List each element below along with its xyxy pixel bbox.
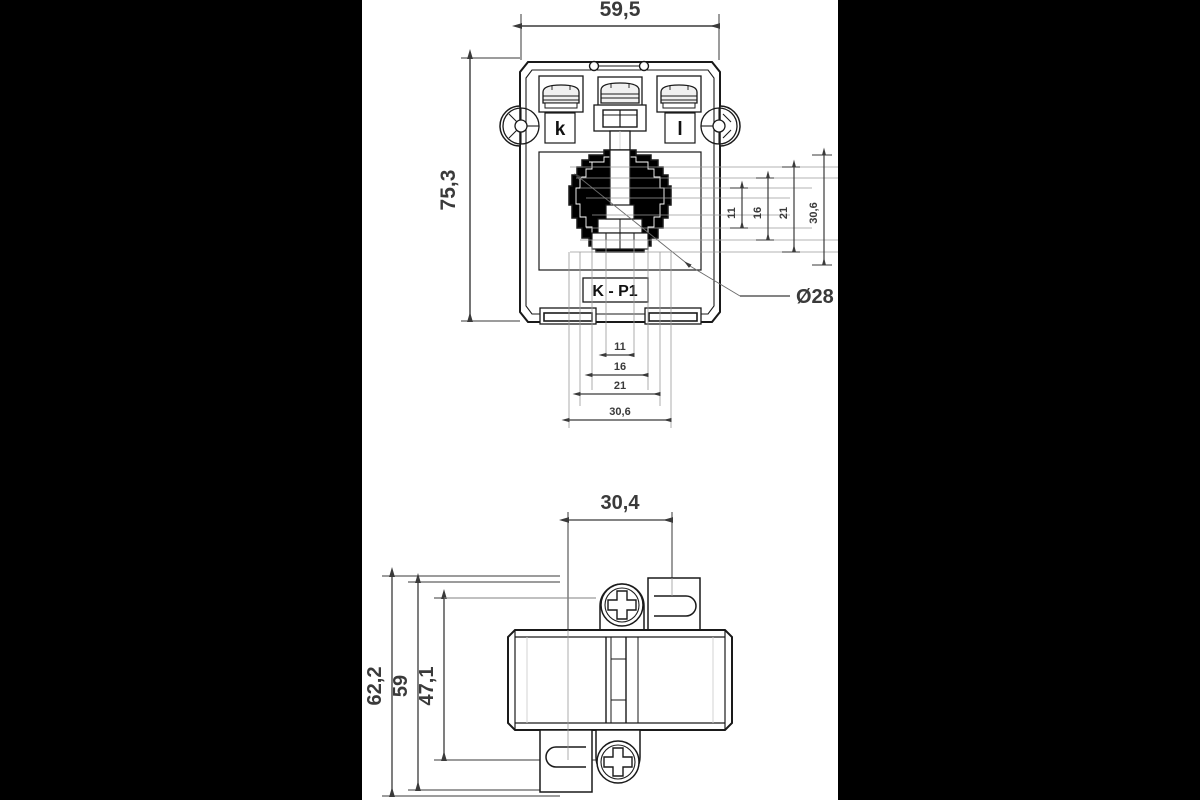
dim-chain-right-label-0: 11 — [726, 207, 738, 219]
magnetic-core — [568, 149, 672, 253]
dim-overall-height-label: 75,3 — [437, 170, 460, 211]
vent-hole-right — [638, 60, 650, 72]
dim-front-height-label-1: 59 — [390, 675, 412, 697]
dim-overall-height: 75,3 — [437, 49, 520, 322]
mounting-boss-left — [499, 105, 540, 147]
housing-inner-outline — [525, 69, 715, 315]
dim-chain-bottom-label-1: 16 — [614, 361, 626, 373]
dim-chain-right-label-2: 21 — [778, 207, 790, 219]
polarity-marking: K - P1 — [582, 277, 649, 303]
dim-chain-bottom-label-0: 11 — [614, 341, 626, 353]
dim-front-heights: 62,2 59 47,1 — [364, 567, 596, 797]
dim-bore-diameter-label: Ø28 — [796, 286, 834, 308]
projection-lines-bottom — [568, 240, 672, 428]
dim-overall-width-label: 59,5 — [600, 0, 641, 21]
dim-front-width: 30,4 — [559, 492, 673, 630]
mounting-bracket-top — [599, 577, 701, 631]
dim-chain-bottom-label-3: 30,6 — [609, 406, 630, 418]
dim-chain-right: 11 16 21 30,6 — [726, 147, 832, 266]
dim-chain-bottom: 11 16 21 30,6 — [561, 341, 672, 423]
terminal-label-l: l — [677, 119, 682, 140]
polarity-marking-label: K - P1 — [592, 283, 637, 300]
dim-chain-right-label-1: 16 — [752, 207, 764, 219]
terminal-block-center — [593, 76, 647, 132]
terminal-block-k — [538, 75, 584, 113]
terminal-label-l-box: l — [664, 112, 696, 144]
terminal-label-k: k — [555, 119, 566, 140]
terminal-label-k-box: k — [544, 112, 576, 144]
dim-overall-width: 59,5 — [512, 0, 720, 60]
bottom-feet — [539, 307, 702, 325]
dim-bore-diameter: Ø28 — [574, 173, 834, 308]
top-view: 59,5 75,3 — [437, 0, 838, 428]
terminal-block-l — [656, 75, 702, 113]
mounting-boss-right — [700, 105, 741, 147]
dim-front-width-label: 30,4 — [601, 492, 641, 514]
construction-lines-front — [444, 597, 596, 760]
phillips-cross-top — [607, 590, 637, 620]
front-view: 30,4 62,2 59 47,1 — [364, 492, 733, 797]
body-front — [507, 629, 733, 731]
phillips-cross-bottom — [603, 747, 633, 777]
dim-front-height-label-0: 62,2 — [364, 667, 386, 706]
vent-hole-left — [588, 60, 600, 72]
dim-chain-right-label-3: 30,6 — [808, 202, 820, 223]
mounting-bracket-bottom — [539, 729, 641, 793]
dim-chain-bottom-label-2: 21 — [614, 380, 626, 392]
dim-front-height-label-2: 47,1 — [416, 667, 438, 706]
